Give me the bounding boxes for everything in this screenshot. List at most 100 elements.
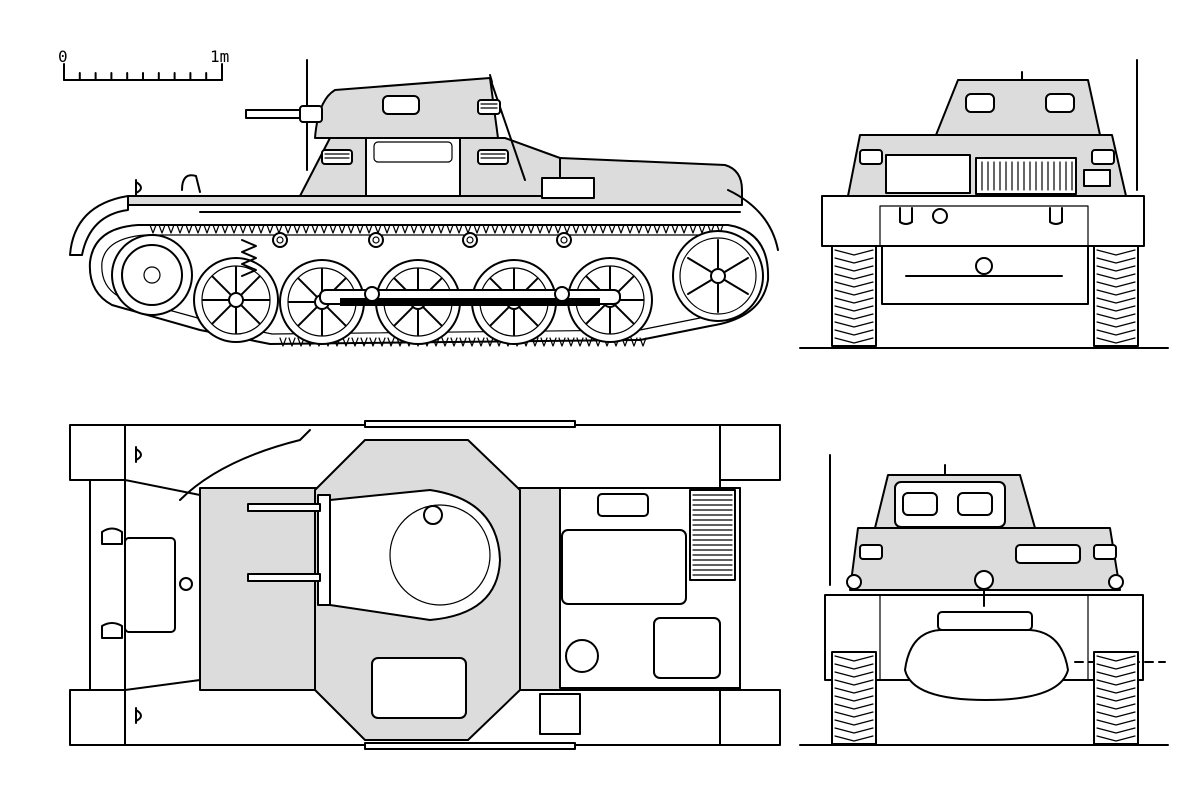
- track-link: [1096, 727, 1136, 734]
- track-tooth: [293, 224, 301, 234]
- top-engine-hatch-small: [653, 617, 721, 679]
- track-link: [834, 671, 874, 678]
- top-exhaust-muffler: [539, 693, 581, 735]
- road-wheel-spoke: [297, 305, 319, 327]
- track-link: [834, 321, 874, 328]
- track-tooth: [230, 224, 238, 234]
- track-tooth: [351, 337, 359, 347]
- track-tooth: [567, 337, 575, 347]
- side-hull-vent-rear: [477, 149, 509, 165]
- track-tooth: [617, 224, 625, 234]
- track-link: [1096, 663, 1136, 670]
- track-tooth: [374, 224, 382, 234]
- road-wheel-hub: [228, 292, 244, 308]
- side-return-rollers: [272, 232, 572, 248]
- track-link: [1096, 679, 1136, 686]
- road-wheel-spoke: [211, 275, 233, 297]
- track-link: [1096, 719, 1136, 726]
- track-link: [834, 687, 874, 694]
- track-tooth: [221, 224, 229, 234]
- track-tooth: [608, 224, 616, 234]
- track-tooth: [554, 224, 562, 234]
- front-axle-hub: [975, 257, 993, 275]
- track-tooth: [194, 224, 202, 234]
- side-turret-vent: [477, 99, 501, 115]
- rear-port-right: [957, 492, 993, 516]
- track-tooth: [158, 224, 166, 234]
- track-tooth: [486, 337, 494, 347]
- rear-light-left: [846, 574, 862, 590]
- track-tooth: [662, 224, 670, 234]
- rear-plate-bar: [937, 611, 1033, 631]
- rear-superstructure: [849, 527, 1121, 591]
- track-link: [1096, 703, 1136, 710]
- side-leaf-spring: [340, 298, 600, 306]
- top-turret-ring: [329, 489, 501, 621]
- track-link: [834, 257, 874, 264]
- track-link: [834, 329, 874, 336]
- side-gun-mantlet: [299, 105, 323, 123]
- road-wheel-spoke: [239, 275, 261, 297]
- track-tooth: [167, 224, 175, 234]
- front-light: [932, 208, 948, 224]
- track-link: [834, 289, 874, 296]
- side-turret-vision-port: [382, 95, 420, 115]
- track-link: [834, 655, 874, 662]
- track-tooth: [284, 224, 292, 234]
- track-tooth: [468, 337, 476, 347]
- track-tooth: [149, 224, 157, 234]
- track-tooth: [698, 224, 706, 234]
- track-tooth: [464, 224, 472, 234]
- track-tooth: [248, 224, 256, 234]
- side-hull-vent-front: [321, 149, 353, 165]
- track-link: [1096, 329, 1136, 336]
- track-tooth: [585, 337, 593, 347]
- top-antenna-cable: [179, 429, 311, 501]
- rear-tracks: [831, 651, 1139, 745]
- track-tooth: [378, 337, 386, 347]
- track-link: [834, 703, 874, 710]
- top-radiator-grille-mesh: [692, 494, 733, 576]
- track-tooth: [455, 224, 463, 234]
- track-tooth: [531, 337, 539, 347]
- scale-bar-ticks: [63, 63, 223, 81]
- track-tooth: [428, 224, 436, 234]
- track-tooth: [437, 224, 445, 234]
- track-link: [834, 281, 874, 288]
- rear-vent-right: [1093, 544, 1117, 560]
- track-tooth: [590, 224, 598, 234]
- top-marker-left: [135, 446, 142, 463]
- track-tooth: [275, 224, 283, 234]
- front-tow-hooks: [899, 207, 1063, 225]
- scale-end-label: 1m: [210, 47, 229, 66]
- road-wheel-spoke: [297, 277, 319, 299]
- road-wheel-spoke: [613, 303, 635, 325]
- track-tooth: [383, 224, 391, 234]
- track-tooth: [572, 224, 580, 234]
- track-tooth: [599, 224, 607, 234]
- track-link: [1096, 281, 1136, 288]
- road-wheel-spoke: [393, 305, 415, 327]
- side-beam-bolt-right: [554, 286, 570, 302]
- track-link: [834, 663, 874, 670]
- front-tracks: [831, 245, 1139, 347]
- side-engine-box: [541, 177, 595, 199]
- top-front-plate: [124, 537, 176, 633]
- track-tooth: [365, 224, 373, 234]
- track-tooth: [203, 224, 211, 234]
- track-link: [834, 273, 874, 280]
- track-link: [834, 695, 874, 702]
- track-link: [1096, 687, 1136, 694]
- top-headlight-right: [101, 622, 123, 639]
- top-gun-barrel-upper: [247, 503, 321, 512]
- track-tooth: [347, 224, 355, 234]
- front-turret: [935, 79, 1101, 136]
- track-tooth: [459, 337, 467, 347]
- track-column: [1093, 245, 1139, 347]
- top-turret-hatch: [423, 505, 443, 525]
- side-front-marker: [135, 179, 142, 196]
- rear-view: [799, 454, 1169, 746]
- track-tooth: [680, 224, 688, 234]
- track-tooth: [639, 337, 647, 347]
- track-tooth: [288, 337, 296, 347]
